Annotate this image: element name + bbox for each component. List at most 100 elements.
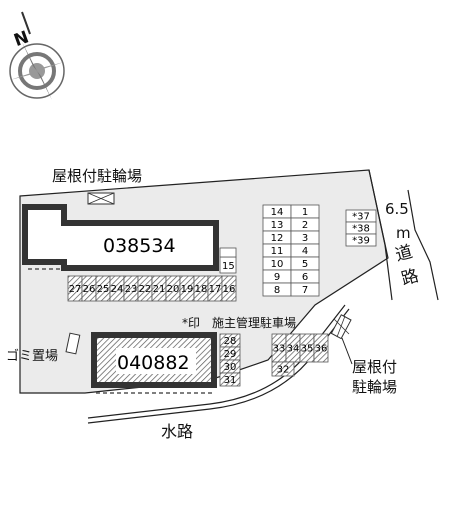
parking-slot-36: 36 [313,333,329,363]
parking-slot-25: 25 [95,275,111,302]
road-name-2: 路 [399,266,421,290]
parking-slot-32-label: 32 [277,365,290,376]
parking-slot-1-label: 1 [302,207,308,218]
parking-slot-23-label: 23 [125,284,138,295]
building-b-id: 040882 [117,352,190,374]
parking-slot-22-label: 22 [139,284,152,295]
parking-slot-30: 30 [219,359,241,374]
parking-slot-12: 12 [262,230,292,245]
parking-slot-7-label: 7 [302,285,308,296]
parking-slot-21: 21 [151,275,167,302]
parking-slot-2: 2 [290,217,320,232]
parking-slot-23: 23 [123,275,139,302]
parking-slot-13-label: 13 [271,220,284,231]
parking-slot-35-label: 35 [301,344,314,355]
parking-slot-6: 6 [290,269,320,284]
building-a: 038534 [22,204,219,271]
parking-slot-16-label: 16 [223,284,236,295]
parking-slot-29: 29 [219,346,241,361]
parking-slot-star-39-label: *39 [352,236,370,247]
parking-slot-9: 9 [262,269,292,284]
parking-slot-16: 16 [221,275,237,302]
building-a-id: 038534 [103,235,176,257]
parking-slot-36-label: 36 [315,344,328,355]
leader-line [341,337,353,365]
parking-slot-35: 35 [299,333,315,363]
parking-slot-19-label: 19 [181,284,194,295]
parking-slot-5-label: 5 [302,259,308,270]
parking-slot-25-label: 25 [97,284,110,295]
parking-starred: *37*38*39 [345,209,377,247]
parking-slot-14: 14 [262,204,292,219]
compass-icon: N [9,11,65,100]
parking-slot-17-label: 17 [209,284,222,295]
parking-slot-8: 8 [262,282,292,297]
parking-slot-13: 13 [262,217,292,232]
parking-slot-4: 4 [290,243,320,258]
parking-slot-10-label: 10 [271,259,284,270]
road-name-1: 道 [393,242,415,266]
parking-slot-26-label: 26 [83,284,96,295]
parking-slot-31-label: 31 [224,375,237,386]
road-edge-right [407,189,439,301]
parking-slot-4-label: 4 [302,246,308,257]
parking-slot-29-label: 29 [224,349,237,360]
parking-slot-3: 3 [290,230,320,245]
parking-slot-2-label: 2 [302,220,308,231]
compass-north-letter: N [11,27,31,51]
parking-slot-28-label: 28 [224,336,237,347]
parking-slot-24: 24 [109,275,125,302]
parking-slot-1: 1 [290,204,320,219]
garbage-label: ゴミ置場 [6,348,58,364]
parking-slot-6-label: 6 [302,272,308,283]
parking-slot-22: 22 [137,275,153,302]
parking-slot-17: 17 [207,275,223,302]
parking-slot-9-label: 9 [274,272,280,283]
parking-slot-19: 19 [179,275,195,302]
parking-column-b: 28 29 30 31 [219,333,241,387]
parking-grid-right: 1 2 3 4 5 6 7 [290,204,320,297]
parking-slot-11-label: 11 [271,246,284,257]
parking-slot-24-label: 24 [111,284,124,295]
parking-slot-star-39: *39 [345,233,377,247]
parking-slot-32: 32 [271,361,295,377]
roof-bike-label-right-2: 駐輪場 [352,378,397,396]
parking-slot-28: 28 [219,333,241,348]
parking-slot-star-38: *38 [345,221,377,235]
road-edge-left [368,169,393,301]
roof-bike-label-right-1: 屋根付 [352,358,397,376]
parking-slot-18-label: 18 [195,284,208,295]
roof-bike-label-top: 屋根付駐輪場 [52,167,142,185]
parking-slot-11: 11 [262,243,292,258]
road-width-label: 6.5 [385,200,409,218]
parking-slot-34: 34 [285,333,301,363]
garbage-box [65,332,81,355]
parking-slot-31: 31 [219,372,241,387]
parking-slot-3-label: 3 [302,233,308,244]
parking-slot-26: 26 [81,275,97,302]
owner-parking-note: *印 施主管理駐車場 [182,315,296,330]
parking-slot-18: 18 [193,275,209,302]
parking-slot-star-37-label: *37 [352,212,370,223]
parking-slot-20: 20 [165,275,181,302]
parking-slot-7: 7 [290,282,320,297]
parking-slot-21-label: 21 [153,284,166,295]
parking-slot-30-label: 30 [224,362,237,373]
parking-slot-star-37: *37 [345,209,377,223]
parking-slot-15: 15 [219,256,237,274]
parking-slot-8-label: 8 [274,285,280,296]
parking-slot-27-label: 27 [69,284,82,295]
parking-slot-star-38-label: *38 [352,224,370,235]
building-b: 040882 [91,332,217,388]
svg-text:15: 15 [222,261,235,272]
road-unit-label: m [396,224,411,242]
parking-slot-34-label: 34 [287,344,300,355]
parking-slot-5: 5 [290,256,320,271]
parking-slot-33: 33 [271,333,287,363]
parking-slot-12-label: 12 [271,233,284,244]
parking-slot-20-label: 20 [167,284,180,295]
waterway-label: 水路 [161,422,193,441]
